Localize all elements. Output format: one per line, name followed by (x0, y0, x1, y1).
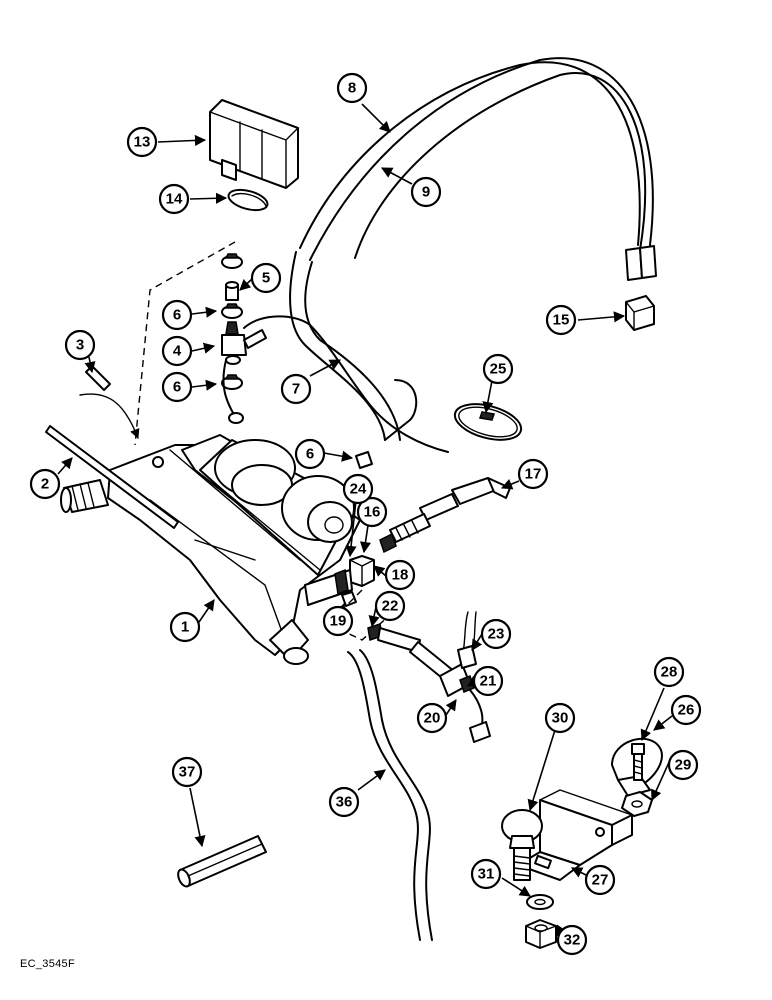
callout-21: 21 (472, 665, 504, 697)
svg-text:7: 7 (292, 381, 300, 398)
short-rod (85, 365, 111, 391)
heater-housing (60, 434, 361, 665)
svg-text:36: 36 (336, 794, 353, 811)
svg-text:6: 6 (173, 307, 181, 324)
callout-9: 9 (410, 176, 442, 208)
clip (227, 188, 269, 212)
callout-22: 22 (374, 590, 406, 622)
water-valve (221, 321, 267, 365)
carriage-bolt (501, 809, 543, 881)
svg-text:3: 3 (76, 337, 84, 354)
callout-37: 37 (171, 756, 203, 788)
hose-clamp-upper (221, 253, 243, 269)
cover-block (209, 99, 299, 189)
callout-13: 13 (126, 126, 158, 158)
sleeve (177, 835, 267, 888)
rod (45, 425, 179, 529)
callout-2: 2 (29, 468, 61, 500)
svg-text:28: 28 (661, 664, 678, 681)
svg-text:14: 14 (166, 191, 183, 208)
svg-text:32: 32 (564, 932, 581, 949)
callout-14: 14 (158, 183, 190, 215)
callout-26: 26 (670, 694, 702, 726)
svg-text:31: 31 (478, 866, 495, 883)
svg-text:29: 29 (675, 757, 692, 774)
svg-text:19: 19 (330, 613, 347, 630)
svg-text:26: 26 (678, 702, 695, 719)
callout-24: 24 (342, 473, 374, 505)
svg-text:15: 15 (553, 312, 570, 329)
svg-text:1: 1 (181, 619, 189, 636)
lower-hose-assembly (367, 611, 491, 743)
svg-text:17: 17 (525, 466, 542, 483)
callout-16: 16 (356, 496, 388, 528)
callout-1: 1 (169, 611, 201, 643)
callout-17: 17 (517, 458, 549, 490)
figure-reference: EC_3545F (20, 958, 75, 970)
svg-text:6: 6 (306, 446, 314, 463)
svg-text:4: 4 (173, 343, 182, 360)
callout-25: 25 (482, 353, 514, 385)
callout-6b: 6 (161, 371, 193, 403)
bolt-short (631, 743, 645, 781)
svg-text:22: 22 (382, 598, 399, 615)
fitting (225, 281, 239, 301)
callout-36: 36 (328, 786, 360, 818)
upper-hose-assembly (379, 477, 511, 554)
svg-text:16: 16 (364, 504, 381, 521)
callout-19: 19 (322, 605, 354, 637)
callout-20: 20 (416, 702, 448, 734)
svg-text:24: 24 (350, 481, 367, 498)
svg-text:18: 18 (392, 567, 409, 584)
callout-23: 23 (480, 618, 512, 650)
svg-text:37: 37 (179, 764, 196, 781)
callout-4: 4 (161, 335, 193, 367)
svg-text:13: 13 (134, 134, 151, 151)
hose-clamp-lower (221, 374, 243, 390)
svg-text:27: 27 (592, 872, 609, 889)
hose-clamp-mid (221, 303, 243, 319)
svg-text:30: 30 (552, 710, 569, 727)
callout-29: 29 (667, 749, 699, 781)
svg-text:6: 6 (173, 379, 181, 396)
callout-3: 3 (64, 329, 96, 361)
callout-32: 32 (556, 924, 588, 956)
svg-text:20: 20 (424, 710, 441, 727)
svg-text:25: 25 (490, 361, 507, 378)
heater-hoses (289, 57, 657, 441)
callout-6a: 6 (161, 299, 193, 331)
svg-text:5: 5 (262, 270, 270, 287)
lock-washer (526, 894, 554, 910)
callout-27: 27 (584, 864, 616, 896)
callout-18: 18 (384, 559, 416, 591)
hex-nut-32 (525, 919, 557, 949)
callout-15: 15 (545, 304, 577, 336)
mounting-bracket (517, 789, 634, 881)
control-valve (304, 555, 375, 607)
callout-30: 30 (544, 702, 576, 734)
svg-text:23: 23 (488, 626, 505, 643)
callout-8: 8 (336, 72, 368, 104)
small-clip (355, 451, 373, 469)
hex-nut-29 (621, 791, 653, 817)
svg-text:21: 21 (480, 673, 497, 690)
drain-pipe (347, 651, 421, 941)
svg-text:9: 9 (422, 184, 430, 201)
svg-text:2: 2 (41, 476, 49, 493)
hose-7 (243, 315, 449, 453)
connector-block (625, 295, 655, 331)
svg-text:8: 8 (348, 80, 356, 97)
callout-7: 7 (280, 373, 312, 405)
callout-28: 28 (653, 656, 685, 688)
callout-31: 31 (470, 858, 502, 890)
callout-5: 5 (250, 262, 282, 294)
callout-6c: 6 (294, 438, 326, 470)
